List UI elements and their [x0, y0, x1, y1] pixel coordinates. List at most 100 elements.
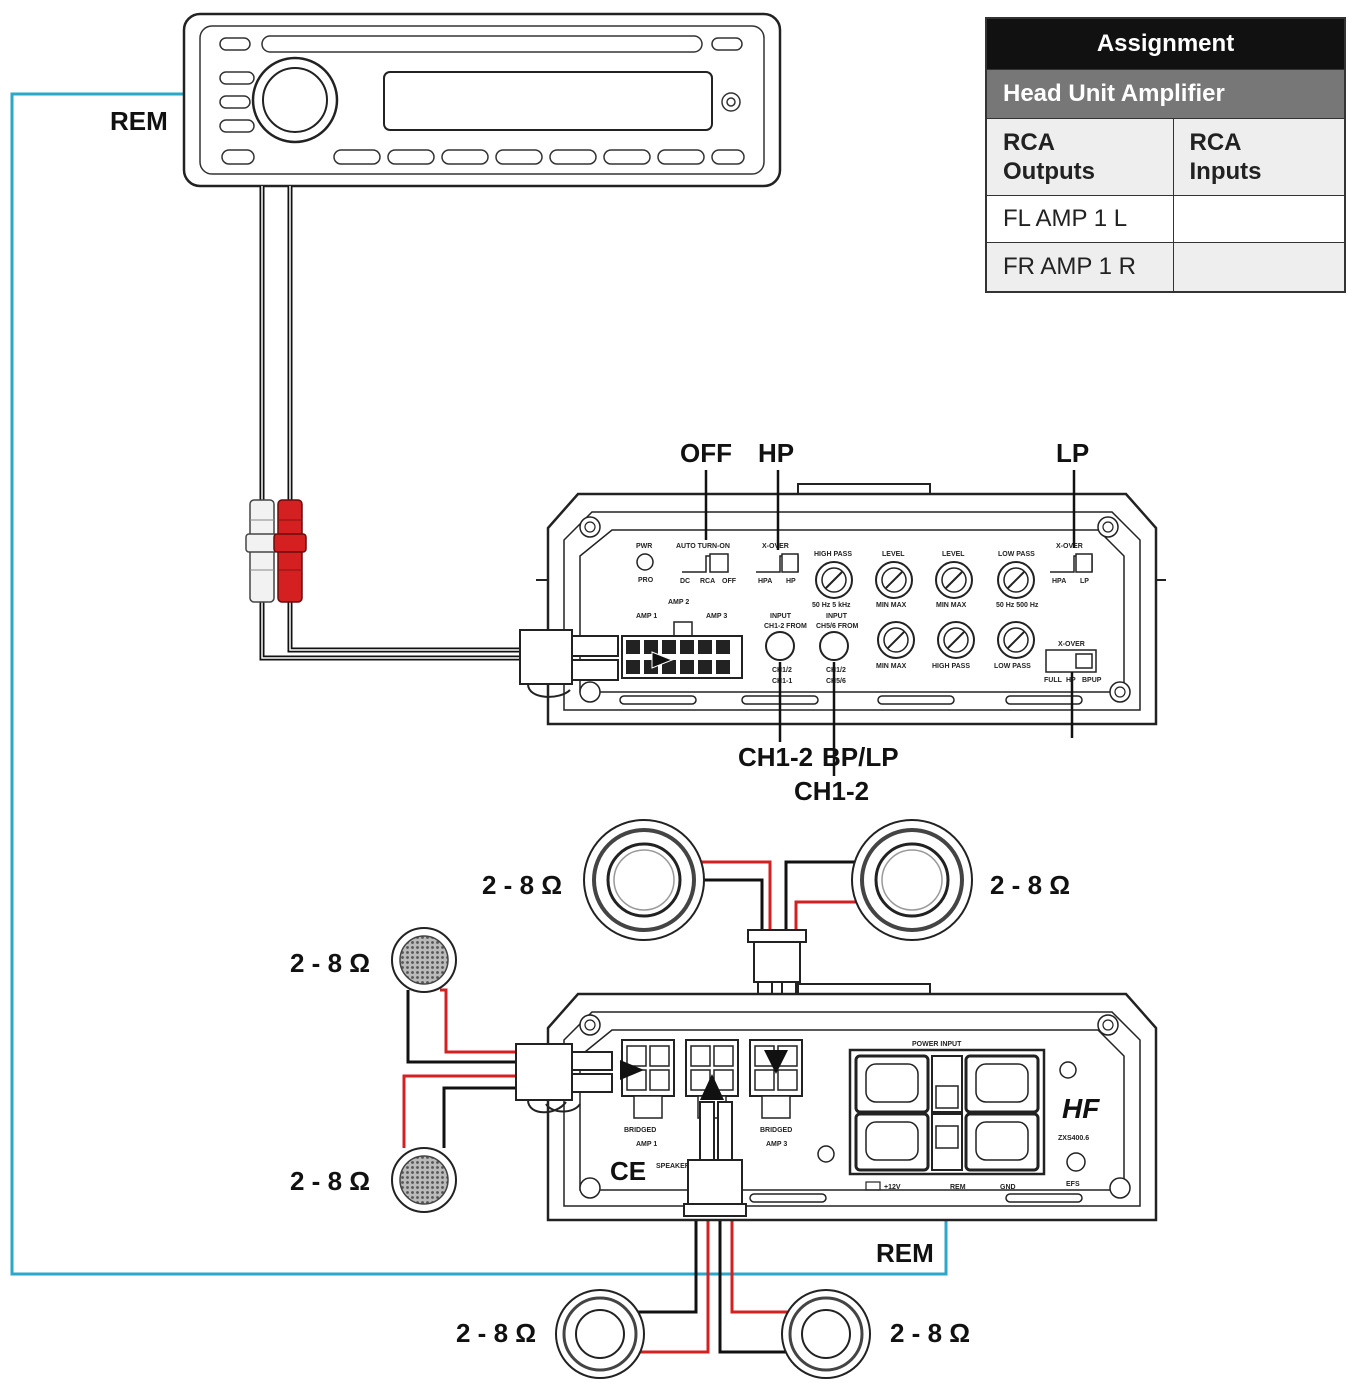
gnd-label: GND [1000, 1184, 1016, 1191]
lp-label: LP [1056, 438, 1089, 468]
bridged-label-a: BRIDGED [624, 1127, 656, 1134]
input-arrow-icon [651, 651, 674, 669]
efs-label: EFS [1066, 1181, 1080, 1188]
xover-amp1-label: X-OVER [762, 543, 789, 550]
table-cell: FR AMP 1 R [985, 242, 1174, 293]
power-input-terminal[interactable] [848, 1048, 1046, 1176]
amplifier-output-panel: BRIDGED BRIDGED AMP 1 AMP 3 SPEAKER OUT … [515, 983, 1158, 1222]
auto-turn-on-label: AUTO TURN-ON [676, 543, 730, 550]
speaker-out-label: SPEAKER OUT [656, 1163, 707, 1170]
level-b-label: LEVEL [942, 551, 965, 558]
knob-low-pass[interactable] [997, 561, 1035, 599]
woofer-top-right [851, 819, 973, 941]
pwr-label: PWR [636, 543, 652, 550]
assignment-title: Assignment [985, 17, 1346, 70]
rca-cables [245, 186, 520, 661]
auto-opt-dc: DC [680, 578, 690, 585]
setting-callouts [704, 470, 1076, 776]
pro-label: PRO [638, 577, 654, 584]
lp-range-label: 50 Hz 500 Hz [996, 602, 1039, 609]
rca-plug-red [273, 499, 307, 603]
off-label: OFF [680, 438, 732, 468]
bridged-label-b: BRIDGED [760, 1127, 792, 1134]
input-terminal-block[interactable] [621, 635, 743, 679]
table-row: FL AMP 1 L [985, 195, 1346, 243]
hp-label: HP [758, 438, 794, 468]
speaker-terminal-amp1[interactable] [621, 1039, 675, 1119]
xover-amp3-switch[interactable] [1045, 649, 1097, 673]
knob-level-amp1[interactable] [875, 561, 913, 599]
input-select-b[interactable] [819, 631, 849, 661]
arrow-down-icon [764, 1050, 788, 1074]
minmax-b-label: MIN MAX [936, 602, 967, 609]
rem-label-amplifier: REM [876, 1238, 934, 1268]
impedance-tweeter-top: 2 - 8 Ω [290, 948, 370, 978]
minmax-a-label: MIN MAX [876, 602, 907, 609]
xover-amp3-opt-full: FULL [1044, 677, 1063, 684]
woofer-top-left [583, 819, 705, 941]
auto-opt-off: OFF [722, 578, 737, 585]
head-unit [182, 12, 782, 188]
input-a2-label: CH1-2 FROM [764, 623, 807, 630]
amplifier-control-panel: PWR PRO AUTO TURN-ON DC RCA OFF X-OVER H… [519, 483, 1166, 726]
knob-level-amp2[interactable] [935, 561, 973, 599]
rca-plug-white [245, 499, 279, 603]
impedance-bottom-right: 2 - 8 Ω [890, 1318, 970, 1348]
impedance-top-left: 2 - 8 Ω [482, 870, 562, 900]
model-label: ZXS400.6 [1058, 1135, 1089, 1142]
high-pass-amp3-label: HIGH PASS [932, 663, 970, 670]
speaker-bottom-left [555, 1289, 645, 1379]
auto-opt-rca: RCA [700, 578, 715, 585]
input-a-label: INPUT [770, 613, 792, 620]
speaker-plug-bottom [683, 1101, 747, 1217]
table-row: FR AMP 1 R [985, 242, 1346, 293]
knob-low-pass-amp3[interactable] [997, 621, 1035, 659]
tweeter-bottom [391, 1147, 457, 1213]
impedance-tweeter-bottom: 2 - 8 Ω [290, 1166, 370, 1196]
xover-amp3-opt-bpup: BPUP [1082, 677, 1102, 684]
knob-high-pass-amp3[interactable] [937, 621, 975, 659]
impedance-top-right: 2 - 8 Ω [990, 870, 1070, 900]
amp2-terminal-label: AMP 2 [668, 599, 689, 606]
ch-opt-b2: CH5/6 [826, 678, 846, 685]
assignment-subheader: Head Unit Amplifier [985, 69, 1346, 119]
ch12-label-a: CH1-2 [738, 742, 813, 772]
impedance-bottom-left: 2 - 8 Ω [456, 1318, 536, 1348]
high-pass-label: HIGH PASS [814, 551, 852, 558]
rem-terminal-label: REM [950, 1184, 966, 1191]
ch-opt-a2: CH1-1 [772, 678, 792, 685]
knob-high-pass[interactable] [815, 561, 853, 599]
ch12-label-b: CH1-2 [794, 776, 869, 806]
xover-amp3-label: X-OVER [1058, 641, 1085, 648]
speaker-bottom-right [781, 1289, 871, 1379]
pwr-led [636, 553, 654, 571]
minmax-c-label: MIN MAX [876, 663, 907, 670]
xover-amp2-opt-lp: LP [1080, 578, 1089, 585]
bplp-label: BP/LP [822, 742, 899, 772]
low-pass-label: LOW PASS [998, 551, 1035, 558]
input-select-a[interactable] [765, 631, 795, 661]
ch-opt-b1: CH1/2 [826, 667, 846, 674]
knob-level-amp3[interactable] [877, 621, 915, 659]
rca-input-connector [519, 629, 619, 698]
low-pass-amp3-label: LOW PASS [994, 663, 1031, 670]
table-cell: FL AMP 1 L [985, 195, 1174, 243]
amp1-out-label: AMP 1 [636, 1141, 657, 1148]
efs-icon [1066, 1152, 1086, 1172]
speaker-plug-left [515, 1043, 613, 1114]
input-b2-label: CH5/6 FROM [816, 623, 859, 630]
input-b-label: INPUT [826, 613, 848, 620]
xover-amp2-label: X-OVER [1056, 543, 1083, 550]
tweeter-top [391, 927, 457, 993]
table-cell [1172, 195, 1346, 243]
remote-wire [10, 92, 948, 1276]
hp-range-label: 50 Hz 5 kHz [812, 602, 851, 609]
rem-label-head-unit: REM [110, 106, 168, 136]
brand-logo: HF [1062, 1093, 1100, 1124]
ch-opt-a1: CH1/2 [772, 667, 792, 674]
level-a-label: LEVEL [882, 551, 905, 558]
